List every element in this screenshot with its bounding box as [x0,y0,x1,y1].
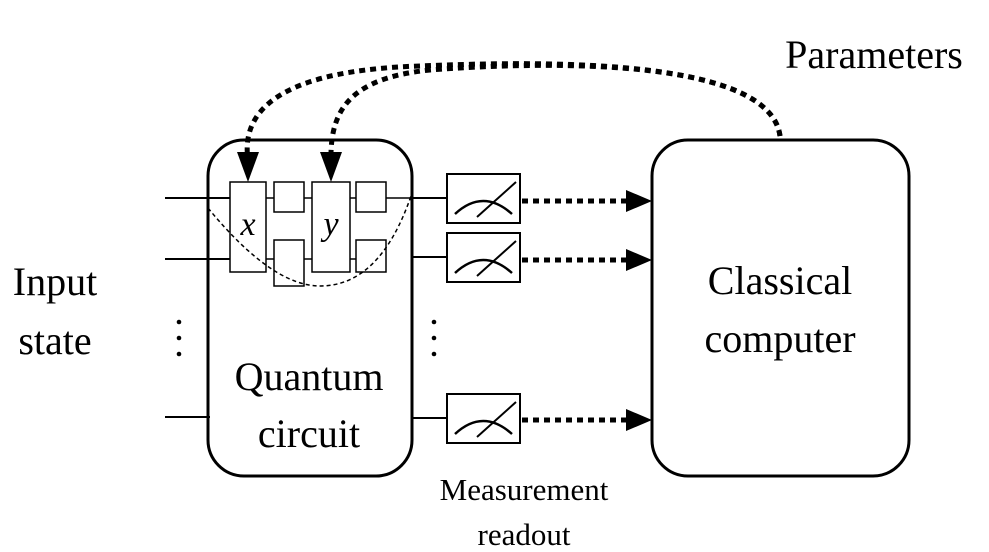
input-wires [165,197,230,418]
measurement-meter-3 [446,393,521,444]
parameter-arrowheads [237,152,342,182]
quantum-circuit-label-line2: circuit [258,411,360,456]
parameter-feedback-arrows [244,61,783,161]
gate-small-3 [355,181,387,213]
parameters-label: Parameters [785,32,963,77]
gate-small-1 [273,181,305,213]
readout-arrowheads [626,190,652,431]
output-wires [412,197,447,419]
output-ellipsis [431,319,437,357]
gate-y [311,181,351,273]
quantum-circuit-box [206,138,414,478]
gate-small-4 [355,239,387,273]
gate-x-label: x [239,206,255,243]
readout-arrows [522,196,641,425]
measurement-readout-label-line1: Measurement [440,472,609,507]
circuit-internal-wires [266,197,412,260]
input-ellipsis [176,319,182,357]
classical-computer-label-line1: Classical [708,258,852,303]
input-state-label-line1: Input [13,259,97,304]
measurement-readout-label-line2: readout [478,517,571,552]
quantum-circuit-label-line1: Quantum [235,354,384,399]
input-state-label-line2: state [18,318,91,363]
gate-x [229,181,267,273]
classical-computer-label-line2: computer [704,316,855,361]
classical-computer-box [650,138,911,478]
parameterized-region-curve [207,195,412,287]
gate-y-label: y [320,206,339,243]
measurement-meter-1 [446,173,521,224]
parameter-arrow-to-y [328,62,783,161]
measurement-meter-2 [446,232,521,283]
